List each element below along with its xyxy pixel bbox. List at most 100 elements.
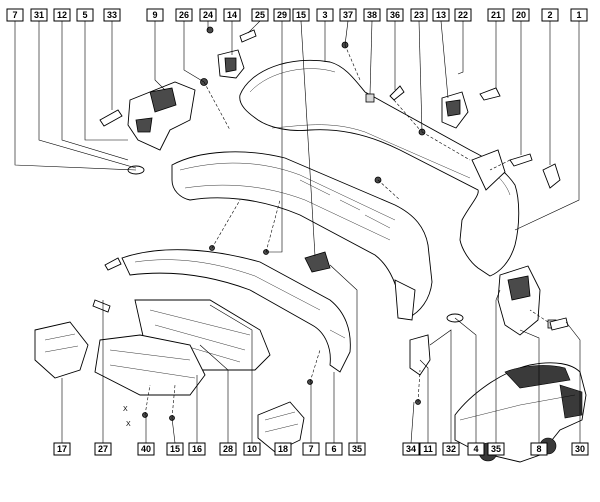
- callout-32[interactable]: 32: [442, 442, 460, 456]
- svg-text:14: 14: [227, 10, 237, 20]
- svg-text:17: 17: [57, 444, 67, 454]
- callout-21[interactable]: 21: [487, 8, 505, 22]
- callout-2[interactable]: 2: [541, 8, 559, 22]
- bracket-2: [542, 163, 561, 189]
- rear-bumper-cover: [239, 59, 520, 277]
- callout-37[interactable]: 37: [339, 8, 357, 22]
- svg-text:20: 20: [516, 10, 526, 20]
- svg-text:31: 31: [34, 10, 44, 20]
- svg-text:35: 35: [352, 444, 362, 454]
- left-bracket: [127, 81, 196, 151]
- svg-text:36: 36: [390, 10, 400, 20]
- svg-text:3: 3: [322, 10, 327, 20]
- callout-34[interactable]: 34: [402, 442, 420, 456]
- top-callouts: 7 31 12 5 33 9 26 24 14 25 29 3 15 37 38…: [6, 8, 588, 22]
- svg-text:21: 21: [491, 10, 501, 20]
- callout-33[interactable]: 33: [103, 8, 121, 22]
- callout-36[interactable]: 36: [386, 8, 404, 22]
- callout-16[interactable]: 16: [188, 442, 206, 456]
- callout-4[interactable]: 4: [467, 442, 485, 456]
- callout-29[interactable]: 29: [273, 8, 291, 22]
- callout-25[interactable]: 25: [251, 8, 269, 22]
- svg-text:1: 1: [576, 10, 581, 20]
- svg-text:24: 24: [203, 10, 213, 20]
- callout-9[interactable]: 9: [146, 8, 164, 22]
- bumper-lower-assembly: [171, 151, 433, 321]
- bracket-14: [217, 49, 245, 79]
- fastener-label-x-2: X: [126, 421, 131, 428]
- svg-text:25: 25: [255, 10, 265, 20]
- callout-14[interactable]: 14: [223, 8, 241, 22]
- callout-7-top[interactable]: 7: [6, 8, 24, 22]
- callout-10[interactable]: 10: [243, 442, 261, 456]
- svg-text:23: 23: [414, 10, 424, 20]
- fastener-label-x-1: X: [123, 406, 128, 413]
- bracket-11: [409, 334, 431, 376]
- callout-7-bottom[interactable]: 7: [302, 442, 320, 456]
- parts-drawing: X X: [34, 26, 587, 463]
- callout-24[interactable]: 24: [199, 8, 217, 22]
- svg-text:26: 26: [179, 10, 189, 20]
- svg-text:7: 7: [12, 10, 17, 20]
- svg-text:33: 33: [107, 10, 117, 20]
- svg-text:30: 30: [575, 444, 585, 454]
- callout-11[interactable]: 11: [419, 442, 437, 456]
- svg-text:15: 15: [296, 10, 306, 20]
- svg-text:16: 16: [192, 444, 202, 454]
- callout-12[interactable]: 12: [53, 8, 71, 22]
- svg-text:8: 8: [536, 444, 541, 454]
- right-side-bracket: [497, 265, 541, 336]
- leader-lines: [14, 20, 581, 452]
- svg-text:38: 38: [367, 10, 377, 20]
- bracket-17: [34, 321, 89, 379]
- svg-text:18: 18: [278, 444, 288, 454]
- svg-text:5: 5: [82, 10, 87, 20]
- lower-absorber: [94, 299, 271, 396]
- svg-text:6: 6: [331, 444, 336, 454]
- callout-15-top[interactable]: 15: [292, 8, 310, 22]
- assembly-lines: [144, 44, 549, 419]
- callout-18[interactable]: 18: [274, 442, 292, 456]
- svg-text:13: 13: [436, 10, 446, 20]
- callout-17[interactable]: 17: [53, 442, 71, 456]
- callout-8[interactable]: 8: [530, 442, 548, 456]
- svg-text:35: 35: [491, 444, 501, 454]
- callout-40[interactable]: 40: [137, 442, 155, 456]
- callout-35-right[interactable]: 35: [487, 442, 505, 456]
- callout-20[interactable]: 20: [512, 8, 530, 22]
- callout-35-left[interactable]: 35: [348, 442, 366, 456]
- svg-text:4: 4: [473, 444, 478, 454]
- bracket-13: [441, 91, 469, 129]
- svg-text:27: 27: [98, 444, 108, 454]
- callout-22[interactable]: 22: [454, 8, 472, 22]
- callout-6[interactable]: 6: [325, 442, 343, 456]
- svg-text:10: 10: [247, 444, 257, 454]
- svg-text:29: 29: [277, 10, 287, 20]
- svg-text:2: 2: [547, 10, 552, 20]
- svg-text:37: 37: [343, 10, 353, 20]
- svg-text:34: 34: [406, 444, 416, 454]
- callout-30[interactable]: 30: [571, 442, 589, 456]
- callout-1[interactable]: 1: [570, 8, 588, 22]
- svg-text:32: 32: [446, 444, 456, 454]
- callout-13[interactable]: 13: [432, 8, 450, 22]
- callout-26[interactable]: 26: [175, 8, 193, 22]
- svg-text:7: 7: [308, 444, 313, 454]
- svg-text:22: 22: [458, 10, 468, 20]
- svg-text:28: 28: [223, 444, 233, 454]
- svg-text:40: 40: [141, 444, 151, 454]
- bottom-callouts: 17 27 40 15 16 28 10 18 7 6 35 34 11 32 …: [53, 442, 589, 456]
- callout-38[interactable]: 38: [363, 8, 381, 22]
- callout-15-bottom[interactable]: 15: [166, 442, 184, 456]
- center-bracket: [304, 251, 331, 273]
- lower-valance: [121, 249, 351, 373]
- callout-3[interactable]: 3: [316, 8, 334, 22]
- callout-31[interactable]: 31: [30, 8, 48, 22]
- callout-23[interactable]: 23: [410, 8, 428, 22]
- callout-5[interactable]: 5: [76, 8, 94, 22]
- callout-28[interactable]: 28: [219, 442, 237, 456]
- svg-text:12: 12: [57, 10, 67, 20]
- bracket-18: [257, 401, 305, 453]
- callout-27[interactable]: 27: [94, 442, 112, 456]
